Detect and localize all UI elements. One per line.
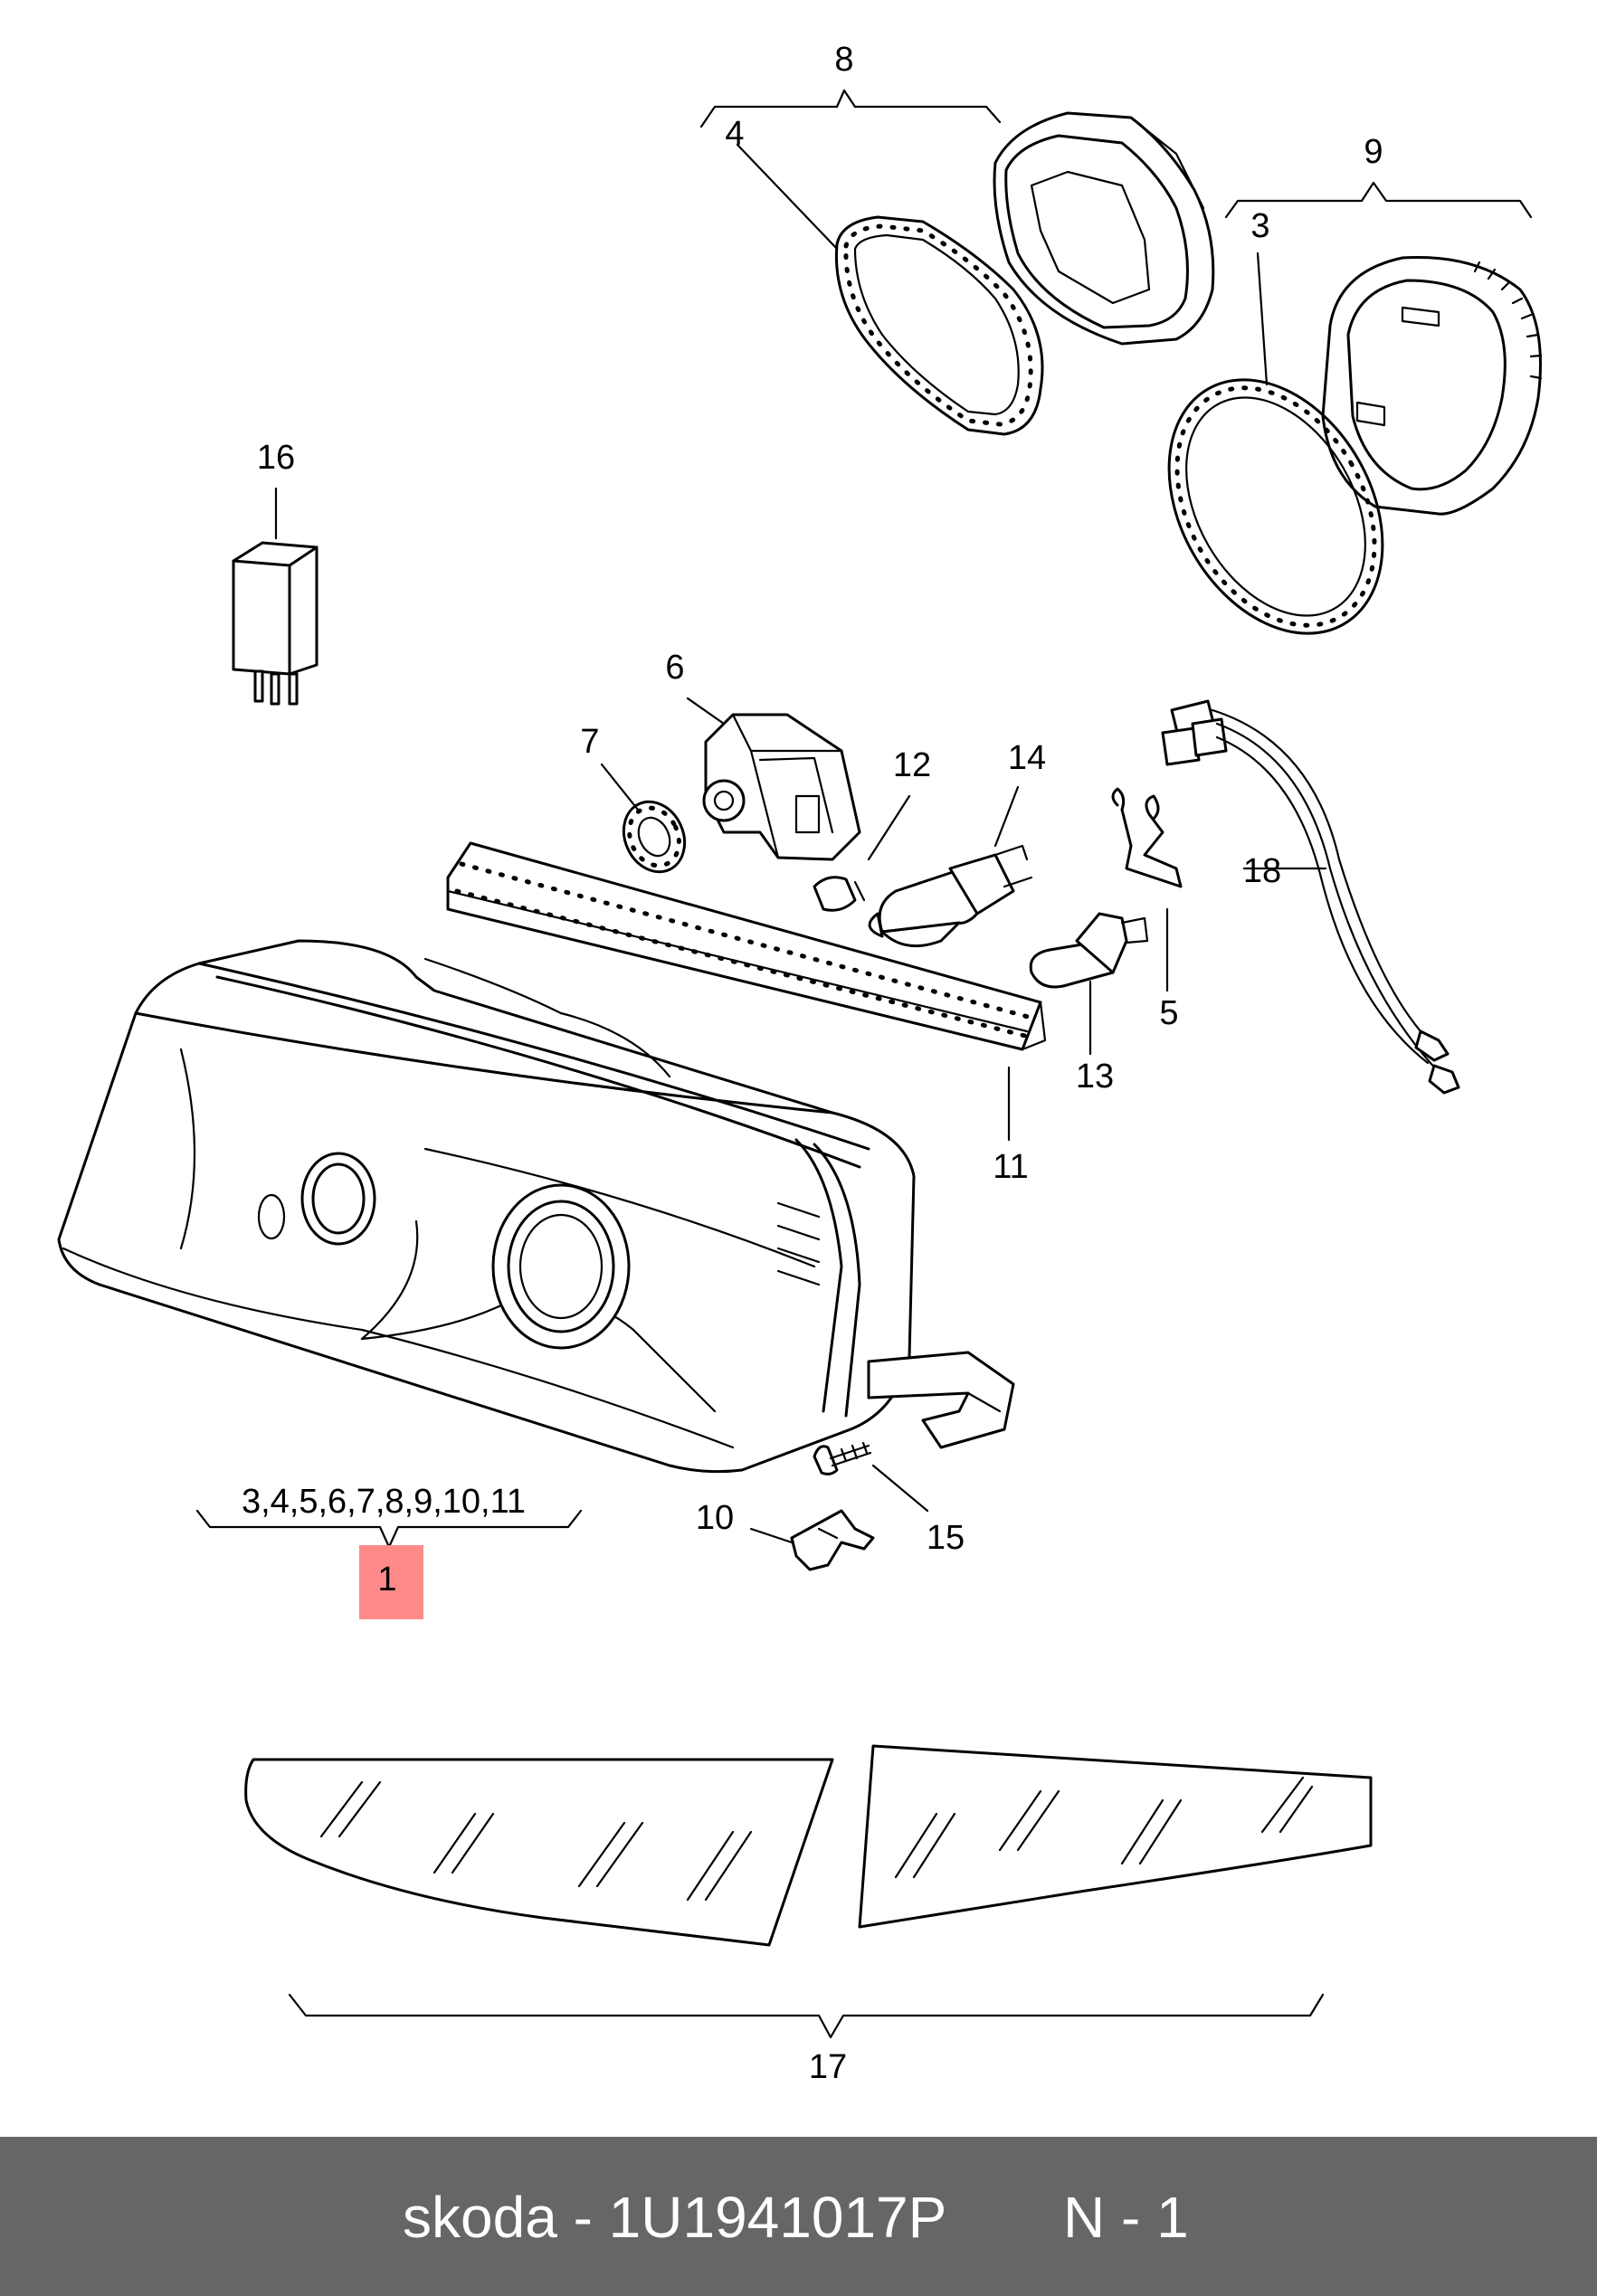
callout-16: 16 [257, 439, 295, 477]
callout-set-1: 3,4,5,6,7,8,9,10,11 [242, 1483, 526, 1521]
protective-film [244, 1744, 1373, 1947]
callout-5: 5 [1159, 994, 1178, 1032]
callout-15: 15 [927, 1519, 965, 1557]
callout-labels: 8 4 9 3 16 6 7 12 14 18 5 13 11 3,4,5,6,… [242, 41, 1383, 2086]
callout-10: 10 [696, 1499, 734, 1537]
cap-seal [834, 215, 1044, 436]
wiring-harness [1161, 699, 1460, 1095]
callout-7: 7 [580, 723, 599, 761]
callout-4: 4 [725, 115, 744, 153]
callout-9: 9 [1364, 133, 1383, 171]
callout-13: 13 [1076, 1058, 1114, 1096]
callout-12: 12 [893, 746, 931, 784]
ring-seal [1167, 378, 1384, 635]
cap-assembly [993, 111, 1215, 346]
leader-lines [195, 89, 1533, 2039]
bulb-ring [1321, 255, 1543, 516]
selected-part-highlight [359, 1545, 423, 1619]
callout-6: 6 [665, 649, 684, 687]
control-unit [232, 541, 318, 706]
gear-ring [622, 800, 687, 874]
side-bulb [813, 876, 866, 912]
headlight-housing [57, 939, 1015, 1474]
clip [790, 1509, 875, 1571]
callout-14: 14 [1008, 739, 1046, 777]
quantity-text: N - 1 [1063, 2185, 1189, 2250]
footer-bar: skoda - 1U1941017P N - 1 [0, 2137, 1597, 2296]
callout-17: 17 [809, 2048, 847, 2086]
spring-clip [1111, 787, 1183, 888]
callout-3: 3 [1250, 207, 1269, 245]
seal-strip [446, 841, 1047, 1051]
part-number-text: skoda - 1U1941017P [403, 2185, 947, 2250]
callout-11: 11 [993, 1148, 1028, 1186]
callout-18: 18 [1243, 852, 1281, 890]
exploded-parts-diagram: 8 4 9 3 16 6 7 12 14 18 5 13 11 3,4,5,6,… [57, 41, 1543, 2086]
secondary-bulb [1029, 912, 1149, 989]
callout-1: 1 [377, 1561, 396, 1599]
main-bulb [868, 844, 1033, 948]
screw [813, 1441, 872, 1475]
adjuster-motor [702, 713, 861, 861]
callout-8: 8 [834, 41, 853, 79]
